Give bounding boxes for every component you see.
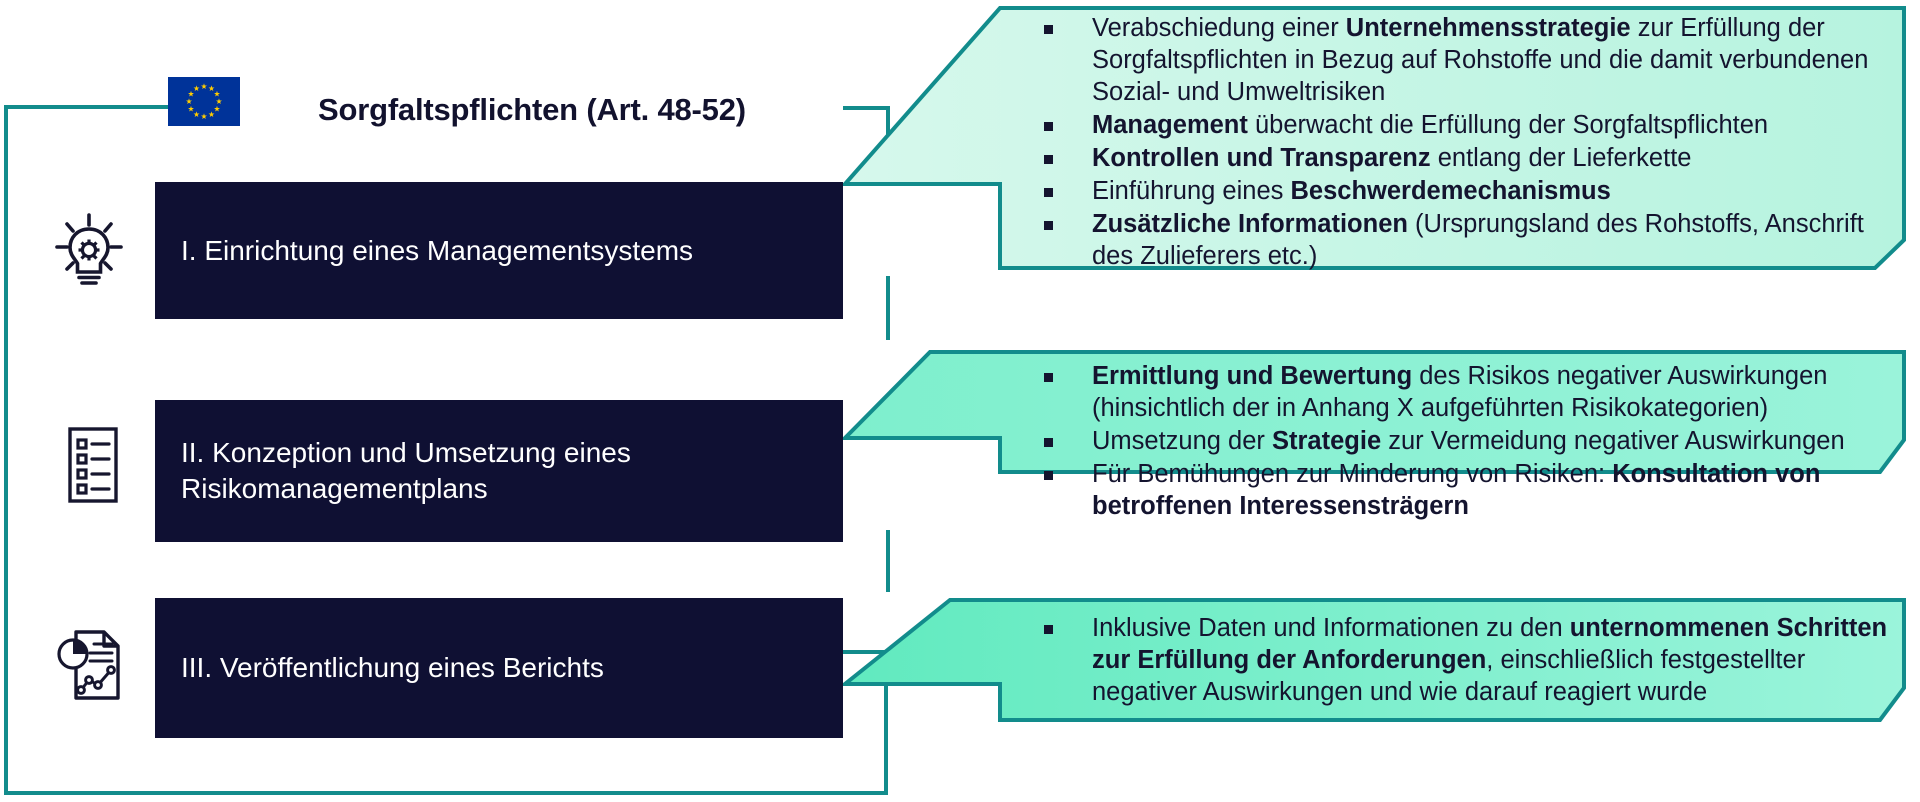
lightbulb-gear-icon (55, 213, 123, 285)
callout-bullet: Ermittlung und Bewertung des Risikos neg… (1030, 360, 1910, 424)
step-bar-3: III. Veröffentlichung eines Berichts (155, 598, 843, 738)
callout-bullet: Kontrollen und Transparenz entlang der L… (1030, 142, 1910, 174)
callout-bullet: Umsetzung der Strategie zur Vermeidung n… (1030, 425, 1910, 457)
callout-shape-3 (839, 598, 1906, 722)
report-chart-icon (57, 630, 120, 700)
callout-2-list: Ermittlung und Bewertung des Risikos neg… (1030, 360, 1910, 522)
callout-2: Ermittlung und Bewertung des Risikos neg… (1030, 360, 1910, 523)
step-label-2: II. Konzeption und Umsetzung eines Risik… (181, 437, 631, 504)
callout-shape-1 (840, 6, 1906, 270)
callout-bullet: Zusätzliche Informationen (Ursprungsland… (1030, 208, 1910, 272)
callout-shape-2 (840, 350, 1906, 474)
callout-bullet: Verabschiedung einer Unternehmensstrateg… (1030, 12, 1910, 108)
step-label-1: I. Einrichtung eines Managementsystems (181, 234, 694, 266)
teal-bracket (4, 105, 888, 795)
callout-1: Verabschiedung einer Unternehmensstrateg… (1030, 12, 1910, 273)
callout-bullet: Inklusive Daten und Informationen zu den… (1030, 612, 1910, 708)
step-bar-1: I. Einrichtung eines Managementsystems (155, 182, 843, 319)
callout-bullet: Für Bemühungen zur Minderung von Risiken… (1030, 458, 1910, 522)
callout-1-list: Verabschiedung einer Unternehmensstrateg… (1030, 12, 1910, 272)
step-label-3: III. Veröffentlichung eines Berichts (181, 652, 604, 684)
callout-3: Inklusive Daten und Informationen zu den… (1030, 612, 1910, 709)
checklist-icon (68, 427, 118, 503)
callout-bullet: Management überwacht die Erfüllung der S… (1030, 109, 1910, 141)
callout-bullet: Einführung eines Beschwerdemechanismus (1030, 175, 1910, 207)
callout-3-list: Inklusive Daten und Informationen zu den… (1030, 612, 1910, 708)
connector-title (843, 106, 890, 143)
eu-flag-icon (168, 77, 240, 126)
step-bar-2: II. Konzeption und Umsetzung eines Risik… (155, 400, 843, 542)
page-title: Sorgfaltspflichten (Art. 48-52) (318, 92, 746, 127)
